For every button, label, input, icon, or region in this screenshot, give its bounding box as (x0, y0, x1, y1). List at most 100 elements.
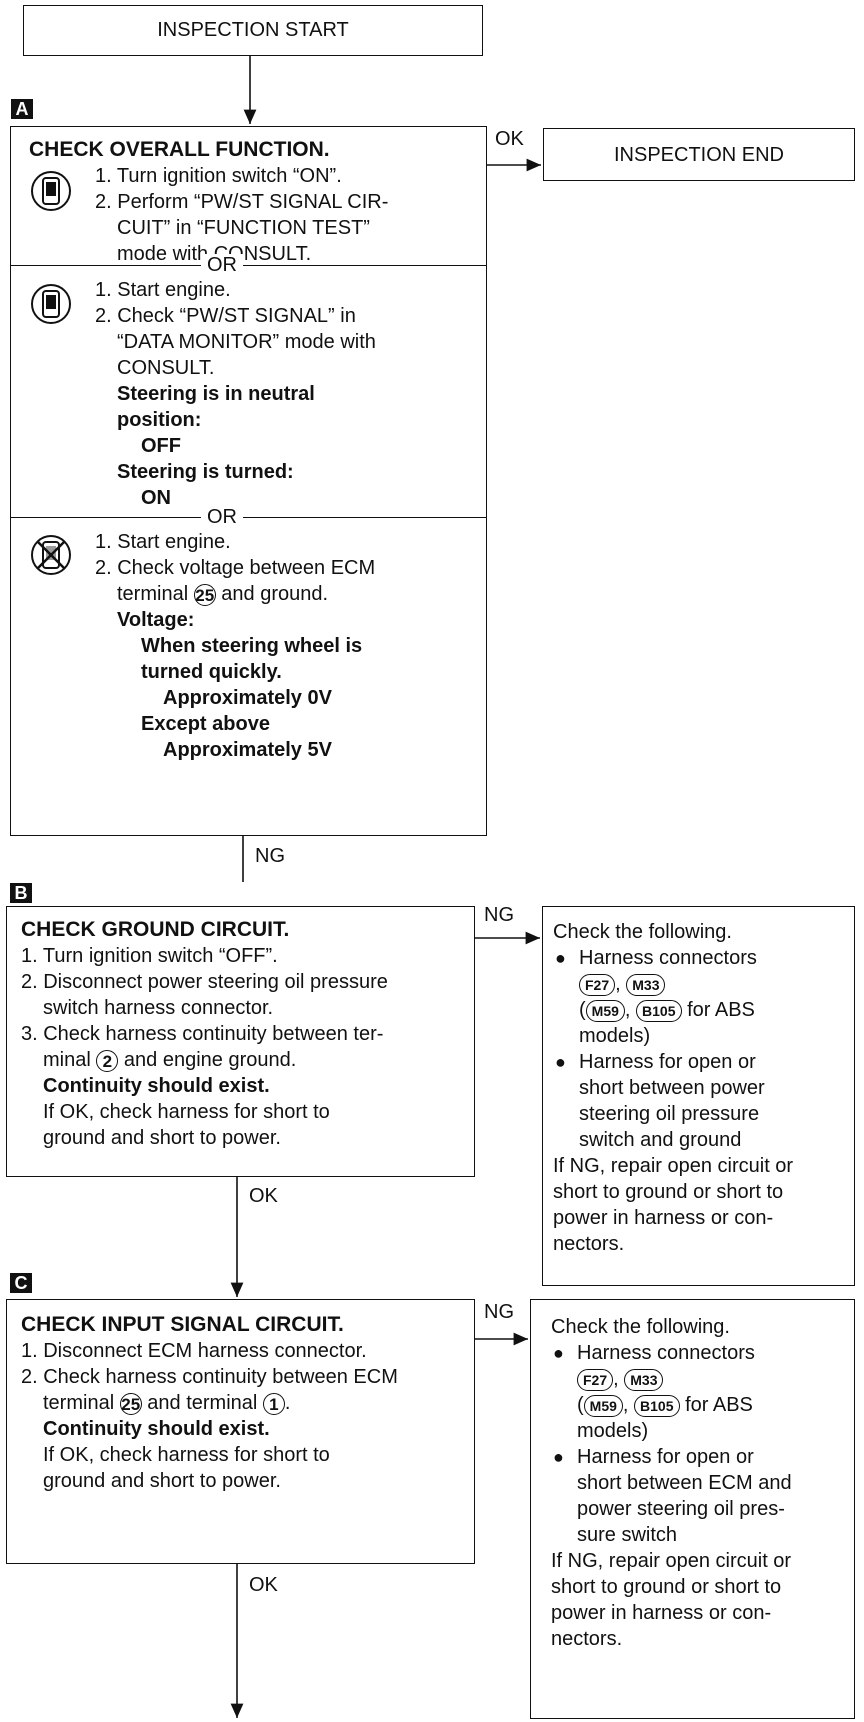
side-b-line7: short between power (579, 1077, 765, 1099)
input-signal-repair-box: Check the following. ● Harness connector… (530, 1299, 855, 1719)
side-b-line9: switch and ground (579, 1129, 742, 1151)
check-c-terminal-prefix: terminal (43, 1392, 115, 1414)
check-c-line3: terminal 25 and terminal 1. (43, 1392, 291, 1415)
side-b-line5: models) (579, 1025, 651, 1047)
side-c-connectors-row2: (M59, B105 for ABS (577, 1394, 753, 1417)
side-b-line1: Check the following. (553, 921, 732, 943)
side-b-bullet-2: ● (555, 1052, 566, 1072)
check-b-line8: ground and short to power. (43, 1127, 281, 1149)
check-a-m2-line9: ON (141, 487, 171, 509)
check-b-line3: switch harness connector. (43, 997, 274, 1019)
side-c-line13: nectors. (551, 1628, 623, 1650)
check-a-m2-line7: OFF (141, 435, 181, 457)
check-a-m3-line9: Approximately 5V (163, 739, 332, 761)
side-b-abs-note: for ABS (687, 999, 755, 1021)
check-a-m3-line7: Approximately 0V (163, 687, 332, 709)
check-a-m3-line6: turned quickly. (141, 661, 282, 683)
check-a-m2-line5: Steering is in neutral (117, 383, 315, 405)
check-b-line5: minal 2 and engine ground. (43, 1047, 296, 1073)
connector-f27-symbol: F27 (579, 973, 616, 996)
check-a-m1-line3: CUIT” in “FUNCTION TEST” (117, 217, 370, 239)
check-a-m2-line2: 2. Check “PW/ST SIGNAL” in (95, 305, 356, 327)
consult-icon (29, 282, 73, 331)
side-c-line8: power steering oil pres- (577, 1498, 785, 1520)
no-consult-icon (29, 533, 73, 582)
check-a-m3-line1: 1. Start engine. (95, 531, 231, 553)
check-b-line4: 3. Check harness continuity between ter- (21, 1023, 384, 1045)
side-c-bullet-2: ● (553, 1447, 564, 1467)
side-b-line10: If NG, repair open circuit or (553, 1155, 794, 1177)
check-ground-circuit-box: CHECK GROUND CIRCUIT. 1. Turn ignition s… (6, 906, 475, 1177)
check-a-title: CHECK OVERALL FUNCTION. (29, 138, 330, 161)
terminal-2-symbol: 2 (96, 1049, 119, 1072)
ok-label-c: OK (247, 1574, 280, 1596)
check-c-line4: Continuity should exist. (43, 1418, 270, 1440)
or-divider-1 (11, 265, 486, 266)
check-c-terminal-middle: and terminal (147, 1392, 258, 1414)
connector-b105-symbol: B105 (634, 1394, 680, 1417)
check-a-m2-line3: “DATA MONITOR” mode with (117, 331, 376, 353)
terminal-25-symbol: 25 (193, 583, 216, 606)
terminal-1-symbol: 1 (262, 1392, 285, 1415)
side-b-line6: Harness for open or (579, 1051, 756, 1073)
side-b-connectors-row2: (M59, B105 for ABS (579, 999, 755, 1022)
side-b-connectors-row1: F27, M33 (579, 971, 666, 997)
check-c-line5: If OK, check harness for short to (43, 1444, 330, 1466)
side-c-line2: Harness connectors (577, 1342, 755, 1364)
check-b-line7: If OK, check harness for short to (43, 1101, 330, 1123)
ng-label-a: NG (253, 845, 287, 867)
ok-label-b: OK (247, 1185, 280, 1207)
step-a-marker: A (11, 99, 33, 119)
check-a-m3-line4: Voltage: (117, 609, 195, 631)
side-b-line2: Harness connectors (579, 947, 757, 969)
check-a-m2-line6: position: (117, 409, 202, 431)
consult-icon (29, 169, 73, 218)
connector-m33-symbol: M33 (624, 1368, 664, 1391)
check-b-line1: 1. Turn ignition switch “OFF”. (21, 945, 278, 967)
or-divider-2 (11, 517, 486, 518)
check-a-m3-line2: 2. Check voltage between ECM (95, 557, 376, 579)
check-a-m1-line2: 2. Perform “PW/ST SIGNAL CIR- (95, 191, 389, 213)
check-a-m1-line1: 1. Turn ignition switch “ON”. (95, 165, 342, 187)
side-c-line7: short between ECM and (577, 1472, 792, 1494)
check-c-title: CHECK INPUT SIGNAL CIRCUIT. (21, 1313, 344, 1336)
ng-label-c: NG (482, 1301, 516, 1323)
check-b-line6: Continuity should exist. (43, 1075, 270, 1097)
check-c-line1: 1. Disconnect ECM harness connector. (21, 1340, 367, 1362)
step-b-marker: B (10, 883, 32, 903)
check-a-m3-line8: Except above (141, 713, 270, 735)
inspection-start-label: INSPECTION START (157, 19, 349, 41)
check-b-terminal-prefix: minal (43, 1049, 91, 1071)
check-b-title: CHECK GROUND CIRCUIT. (21, 918, 290, 941)
terminal-25-symbol: 25 (119, 1392, 142, 1415)
side-b-line8: steering oil pressure (579, 1103, 760, 1125)
check-a-m3-terminal-suffix: and ground. (221, 583, 329, 605)
side-c-line12: power in harness or con- (551, 1602, 772, 1624)
step-c-marker: C (10, 1273, 32, 1293)
check-b-line2: 2. Disconnect power steering oil pressur… (21, 971, 388, 993)
ground-circuit-repair-box: Check the following. ● Harness connector… (542, 906, 855, 1286)
side-c-line9: sure switch (577, 1524, 678, 1546)
ng-label-b: NG (482, 904, 516, 926)
side-b-line11: short to ground or short to (553, 1181, 784, 1203)
side-b-line13: nectors. (553, 1233, 625, 1255)
inspection-end-label: INSPECTION END (613, 144, 785, 166)
side-c-abs-note: for ABS (685, 1394, 753, 1416)
ok-label-a: OK (493, 128, 526, 150)
connector-m33-symbol: M33 (626, 973, 666, 996)
or-label-2: OR (201, 506, 243, 528)
connector-m59-symbol: M59 (585, 999, 625, 1022)
check-a-m3-terminal-prefix: terminal (117, 583, 189, 605)
check-a-m2-line1: 1. Start engine. (95, 279, 231, 301)
connector-m59-symbol: M59 (583, 1394, 623, 1417)
connector-b105-symbol: B105 (636, 999, 682, 1022)
connector-f27-symbol: F27 (577, 1368, 614, 1391)
side-c-line11: short to ground or short to (551, 1576, 782, 1598)
check-overall-function-box: CHECK OVERALL FUNCTION. 1. Turn ignition… (10, 126, 487, 836)
check-a-m3-line5: When steering wheel is (141, 635, 363, 657)
side-b-line12: power in harness or con- (553, 1207, 774, 1229)
inspection-end-box: INSPECTION END (543, 128, 855, 181)
side-c-line1: Check the following. (551, 1316, 730, 1338)
side-c-line6: Harness for open or (577, 1446, 754, 1468)
